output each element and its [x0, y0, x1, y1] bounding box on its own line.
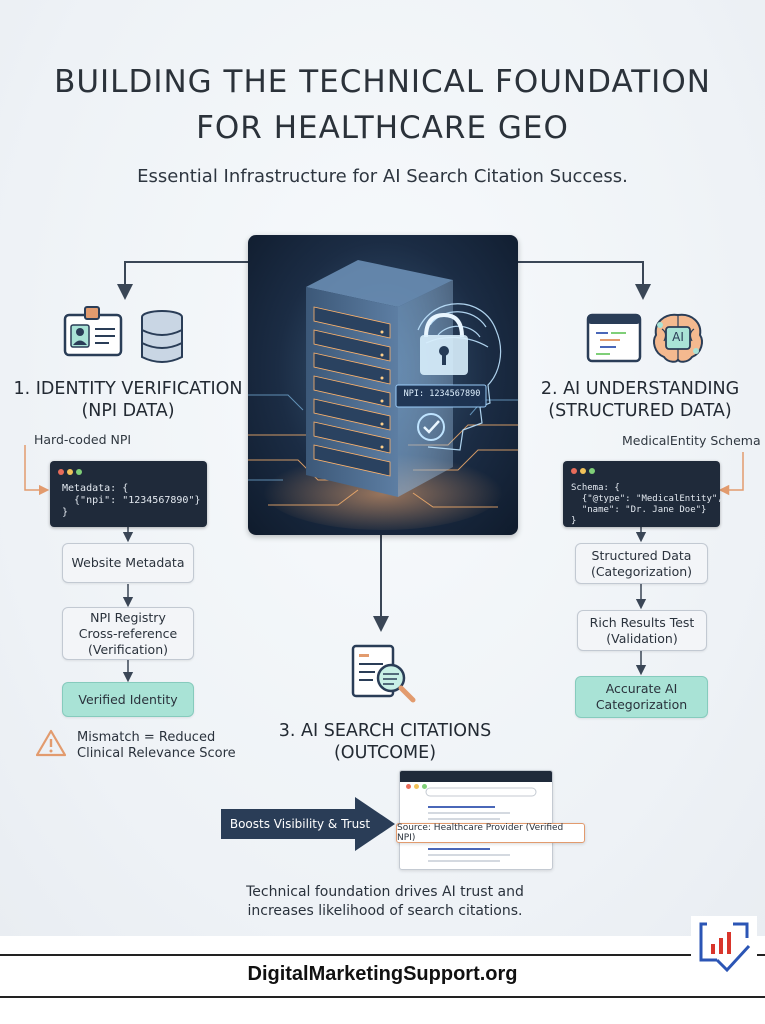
- citations-heading-line1: 3. AI SEARCH CITATIONS: [278, 721, 492, 741]
- step-npi-registry: NPI Registry Cross-reference (Verificati…: [62, 607, 194, 660]
- window-controls: [406, 774, 430, 793]
- page-title-line2: FOR HEALTHCARE GEO: [196, 110, 569, 146]
- identity-code-line1: Metadata: {: [62, 483, 129, 494]
- identity-code-window: Metadata: { {"npi": "1234567890"} }: [50, 461, 207, 527]
- warning-line2: Clinical Relevance Score: [77, 746, 236, 761]
- ai-understanding-note: MedicalEntity Schema: [622, 433, 761, 448]
- conclusion-line2: increases likelihood of search citations…: [247, 903, 523, 919]
- database-icon: [138, 309, 186, 369]
- boosts-visibility-label: Boosts Visibility & Trust: [229, 817, 371, 831]
- document-search-icon: [349, 642, 421, 710]
- step-rich-results-test: Rich Results Test (Validation): [577, 610, 707, 651]
- search-results-browser: [399, 770, 553, 870]
- page-title-line1: BUILDING THE TECHNICAL FOUNDATION: [54, 64, 711, 100]
- ai-badge-label: AI: [672, 330, 684, 344]
- window-controls: [58, 467, 85, 479]
- step-verified-identity: Verified Identity: [62, 682, 194, 717]
- conclusion-line1: Technical foundation drives AI trust and: [246, 884, 524, 900]
- identity-note: Hard-coded NPI: [34, 432, 132, 447]
- server-lock-icon: [248, 260, 518, 530]
- arrow-to-identity: [117, 261, 248, 300]
- flow-connectors: [24, 261, 744, 683]
- right-note-bracket: [718, 452, 744, 496]
- ai-understanding-heading-line2: (STRUCTURED DATA): [548, 401, 732, 421]
- search-results-lines: [425, 787, 537, 862]
- identity-code-line2: {"npi": "1234567890"}: [62, 495, 201, 506]
- step-accurate-categorization: Accurate AI Categorization: [575, 676, 708, 718]
- ai-brain-icon: AI: [650, 311, 706, 369]
- warning-line1: Mismatch = Reduced: [77, 730, 216, 745]
- identity-code-line3: }: [62, 507, 69, 518]
- schema-code-line3: "name": "Dr. Jane Doe"}: [571, 505, 707, 515]
- step-website-metadata: Website Metadata: [62, 543, 194, 583]
- window-controls: [571, 467, 598, 478]
- left-note-bracket: [24, 445, 50, 496]
- id-card-icon: [63, 305, 125, 361]
- ai-understanding-heading-line1: 2. AI UNDERSTANDING: [540, 379, 740, 399]
- browser-titlebar: [400, 771, 552, 789]
- step-structured-data: Structured Data (Categorization): [575, 543, 708, 584]
- warning-icon: [35, 729, 67, 761]
- identity-heading-line1: 1. IDENTITY VERIFICATION: [13, 379, 243, 399]
- page-subtitle: Essential Infrastructure for AI Search C…: [137, 166, 628, 187]
- schema-code-line4: }: [571, 516, 577, 526]
- hero-npi-label: NPI: 1234567890: [403, 389, 481, 399]
- arrow-to-ai-understanding: [518, 261, 651, 300]
- code-window-icon: [586, 313, 642, 367]
- schema-code-line1: Schema: {: [571, 483, 620, 493]
- brand-name: DigitalMarketingSupport.org: [247, 963, 518, 985]
- brand-logo-icon: [691, 916, 757, 976]
- identity-heading-line2: (NPI DATA): [81, 401, 175, 421]
- schema-code-window: Schema: { {"@type": "MedicalEntity", "na…: [563, 461, 723, 527]
- citations-heading-line2: (OUTCOME): [333, 743, 437, 763]
- schema-code-line2: {"@type": "MedicalEntity",: [571, 494, 723, 504]
- source-citation-tag: Source: Healthcare Provider (Verified NP…: [396, 823, 585, 843]
- boosts-visibility-arrow: [221, 797, 395, 851]
- hero-server-illustration: NPI: 1234567890: [248, 235, 518, 535]
- footer-bar: [0, 954, 765, 998]
